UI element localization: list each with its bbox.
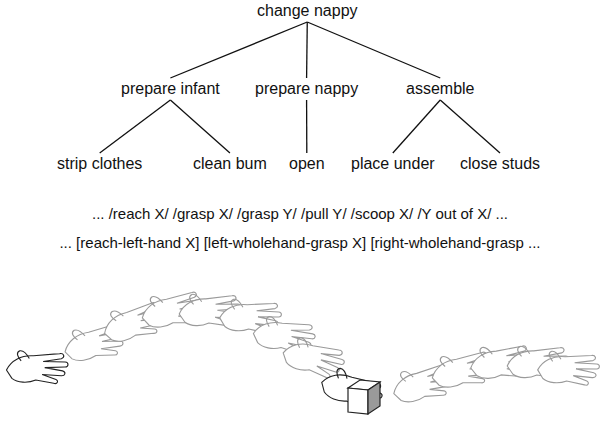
- task-label: prepare nappy: [255, 80, 358, 97]
- task-label: place under: [351, 155, 435, 172]
- tree-branch: [170, 22, 307, 78]
- task-node: prepare nappy: [251, 79, 362, 99]
- task-label: open: [289, 155, 325, 172]
- task-label: change nappy: [257, 2, 358, 19]
- action-sequence-line: ... /reach X/ /grasp X/ /grasp Y/ /pull …: [0, 205, 600, 223]
- tree-branch: [170, 100, 230, 153]
- task-node: clean bum: [189, 154, 271, 174]
- task-node: prepare infant: [117, 79, 224, 99]
- tree-branch: [393, 100, 440, 153]
- tree-branch: [307, 22, 440, 78]
- task-label: strip clothes: [57, 155, 142, 172]
- tree-branch: [306, 22, 308, 78]
- task-node: open: [285, 154, 329, 174]
- task-label: assemble: [406, 80, 474, 97]
- tree-branch: [306, 100, 308, 153]
- task-label: clean bum: [193, 155, 267, 172]
- tree-branch: [440, 100, 500, 153]
- action-sequence-line: ... [reach-left-hand X] [left-wholehand-…: [0, 234, 600, 252]
- tree-branch: [100, 100, 171, 153]
- task-node: place under: [347, 154, 439, 174]
- task-node: assemble: [402, 79, 478, 99]
- action-sequence-text: ... /reach X/ /grasp X/ /grasp Y/ /pull …: [92, 205, 508, 222]
- cube-object: [348, 380, 380, 414]
- task-node: close studs: [456, 154, 544, 174]
- task-label: close studs: [460, 155, 540, 172]
- task-node: strip clothes: [53, 154, 146, 174]
- task-node: change nappy: [253, 1, 362, 21]
- task-label: prepare infant: [121, 80, 220, 97]
- action-sequence-text: ... [reach-left-hand X] [left-wholehand-…: [59, 234, 540, 251]
